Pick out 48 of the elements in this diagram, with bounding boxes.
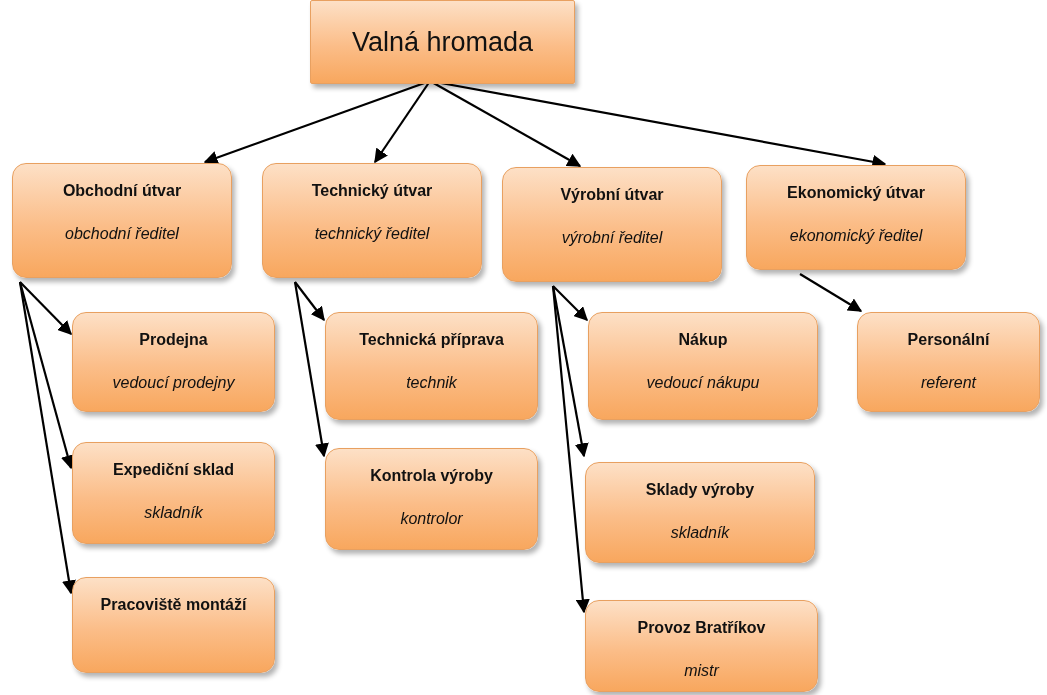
arrow <box>551 285 590 614</box>
role-label: obchodní ředitel <box>65 223 179 243</box>
role-label: skladník <box>144 502 203 522</box>
arrow <box>19 281 72 335</box>
unit-title: Provoz Bratříkov <box>637 618 766 638</box>
unit-box <box>325 448 538 550</box>
unit-box <box>72 312 275 412</box>
role-label: technik <box>406 372 457 392</box>
arrow <box>294 281 325 322</box>
unit-box <box>72 442 275 544</box>
unit-box <box>585 462 815 563</box>
unit-title: Obchodní útvar <box>62 181 182 201</box>
unit-title: Prodejna <box>139 330 208 350</box>
unit-title: Valná hromada <box>351 25 534 59</box>
unit-title: Pracoviště montáží <box>100 595 247 615</box>
unit-title: Nákup <box>678 330 728 350</box>
role-label: technický ředitel <box>314 223 430 243</box>
role-label: kontrolor <box>400 508 463 528</box>
role-label: ekonomický ředitel <box>789 225 923 245</box>
unit-title: Výrobní útvar <box>560 185 664 205</box>
arrow <box>293 281 329 458</box>
unit-box <box>857 312 1040 412</box>
unit-box <box>325 312 538 420</box>
role-label: vedoucí prodejny <box>112 372 235 392</box>
top-box <box>310 0 575 84</box>
arrow <box>799 273 863 312</box>
role-label: mistr <box>684 660 719 680</box>
unit-box <box>12 163 232 278</box>
unit-box <box>72 577 275 673</box>
unit-box <box>585 600 818 692</box>
unit-title: Kontrola výroby <box>370 466 493 486</box>
arrow <box>551 285 589 458</box>
arrow <box>552 285 588 321</box>
unit-title: Technická příprava <box>359 330 504 350</box>
role-label: referent <box>920 372 977 392</box>
unit-title: Expediční sklad <box>113 460 234 480</box>
arrow <box>18 281 76 595</box>
role-label: vedoucí nákupu <box>646 372 760 392</box>
unit-box <box>262 163 482 278</box>
unit-box <box>502 167 722 282</box>
unit-title: Sklady výroby <box>645 480 755 500</box>
role-label: výrobní ředitel <box>561 227 663 247</box>
unit-title: Personální <box>907 330 990 350</box>
unit-title: Technický útvar <box>311 181 433 201</box>
role-label: skladník <box>670 522 730 542</box>
unit-box <box>746 165 966 270</box>
unit-box <box>588 312 818 420</box>
unit-title: Ekonomický útvar <box>787 183 925 203</box>
